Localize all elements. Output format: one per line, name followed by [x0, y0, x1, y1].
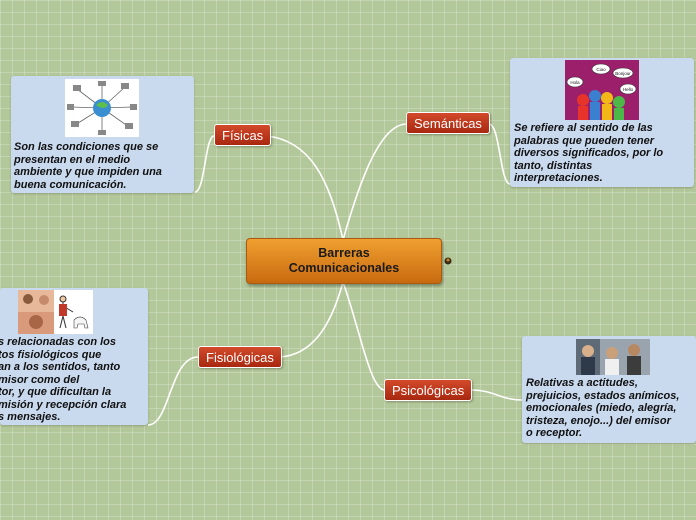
branch-fisicas[interactable]: Físicas — [214, 124, 272, 146]
people-illustration — [576, 339, 650, 375]
network-illustration — [65, 79, 139, 137]
connector-note-fisiologicas — [147, 356, 199, 426]
note-psicologicas-text: Relativas a actitudes, prejuicios, estad… — [526, 377, 680, 439]
senses-illustration — [18, 290, 93, 334]
connector-psicologicas — [342, 281, 385, 391]
connector-note-psicologicas — [469, 389, 523, 401]
connector-note-semanticas — [488, 123, 511, 185]
bubble-bonjour: Bonjour — [615, 71, 631, 76]
connector-fisicas — [265, 135, 344, 241]
bubble-hola: Hola — [570, 80, 580, 85]
connector-note-fisicas — [194, 135, 215, 193]
note-semanticas[interactable]: Ciao Bonjour Hola Hello Se refiere al se… — [510, 58, 694, 187]
central-topic-line2: Comunicacionales — [288, 261, 400, 275]
note-fisicas[interactable]: Son las condiciones que se presentan en … — [11, 76, 194, 193]
languages-illustration: Ciao Bonjour Hola Hello — [565, 60, 639, 120]
note-fisiologicas[interactable]: s relacionadas con los tos fisiológicos … — [0, 288, 148, 425]
branch-semanticas[interactable]: Semánticas — [406, 112, 490, 134]
note-fisiologicas-text: s relacionadas con los tos fisiológicos … — [0, 336, 127, 423]
bubble-ciao: Ciao — [596, 67, 606, 72]
connector-fisiologicas — [279, 281, 344, 358]
central-topic-line1: Barreras — [318, 246, 370, 260]
branch-fisiologicas[interactable]: Fisiológicas — [198, 346, 282, 368]
note-semanticas-text: Se refiere al sentido de las palabras qu… — [514, 122, 664, 184]
bug-icon — [444, 257, 452, 265]
bubble-hello: Hello — [623, 87, 634, 92]
connector-semanticas — [342, 123, 407, 241]
central-topic[interactable]: Barreras Comunicacionales — [246, 238, 442, 284]
note-fisicas-text: Son las condiciones que se presentan en … — [14, 141, 162, 191]
branch-psicologicas[interactable]: Psicológicas — [384, 379, 473, 401]
note-psicologicas[interactable]: Relativas a actitudes, prejuicios, estad… — [522, 336, 696, 443]
